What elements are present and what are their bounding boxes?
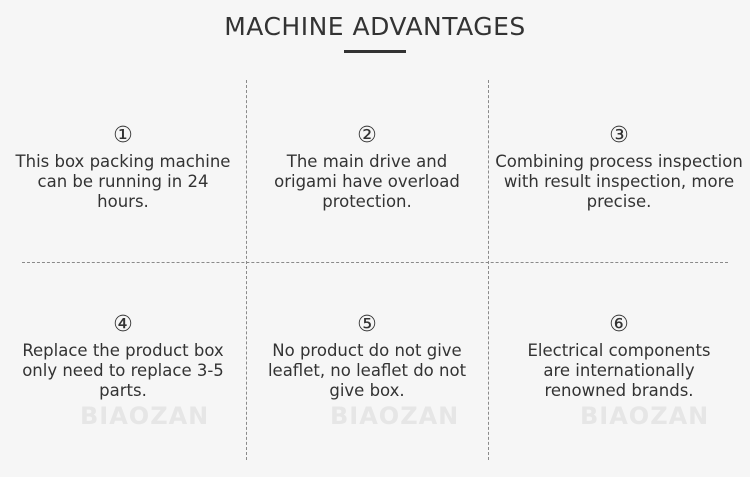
advantage-item-6: ⑥ Electrical components are internationa… <box>488 312 750 401</box>
advantage-text-1: This box packing machine can be running … <box>15 152 231 211</box>
advantage-text-6: Electrical components are internationall… <box>527 341 711 400</box>
circled-number-4: ④ <box>113 312 133 337</box>
watermark-logo: BIAOZAN <box>80 402 210 430</box>
advantage-text-5: No product do not give leaflet, no leafl… <box>267 341 467 400</box>
watermark-logo: BIAOZAN <box>580 402 710 430</box>
circled-number-5: ⑤ <box>357 312 377 337</box>
advantage-item-3: ③ Combining process inspection with resu… <box>488 123 750 212</box>
divider-horizontal <box>22 262 728 263</box>
advantage-item-4: ④ Replace the product box only need to r… <box>0 312 246 401</box>
circled-number-1: ① <box>113 123 133 148</box>
circled-number-2: ② <box>357 123 377 148</box>
watermark-logo: BIAOZAN <box>330 402 460 430</box>
advantage-item-5: ⑤ No product do not give leaflet, no lea… <box>246 312 488 401</box>
advantage-text-2: The main drive and origami have overload… <box>274 152 460 211</box>
title-underline <box>344 50 406 53</box>
advantage-text-4: Replace the product box only need to rep… <box>22 341 224 400</box>
advantage-text-3: Combining process inspection with result… <box>495 152 743 211</box>
circled-number-3: ③ <box>609 123 629 148</box>
page-title: MACHINE ADVANTAGES <box>224 12 526 41</box>
divider-vertical-right <box>488 80 489 460</box>
advantage-item-1: ① This box packing machine can be runnin… <box>0 123 246 212</box>
advantage-item-2: ② The main drive and origami have overlo… <box>246 123 488 212</box>
divider-vertical-left <box>246 80 247 460</box>
circled-number-6: ⑥ <box>609 312 629 337</box>
